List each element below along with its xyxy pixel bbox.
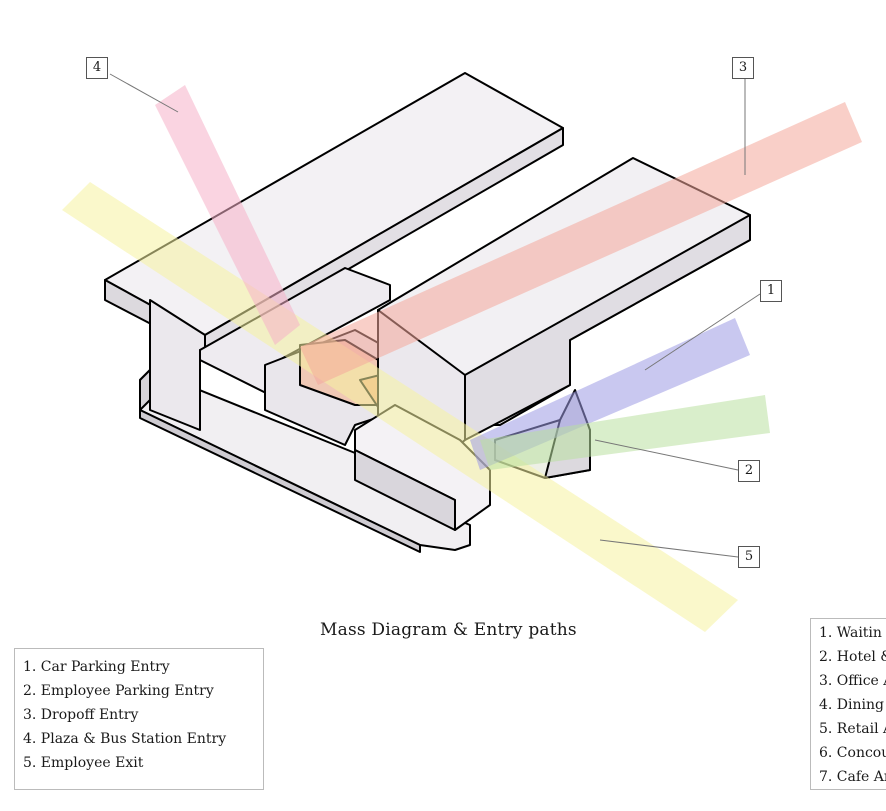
entry-legend: 1. Car Parking Entry 2. Employee Parking… xyxy=(14,648,264,790)
diagram-caption: Mass Diagram & Entry paths xyxy=(320,620,577,640)
entry-legend-item: 4. Plaza & Bus Station Entry xyxy=(23,731,227,747)
callout-3: 3 xyxy=(732,57,754,79)
callout-1: 1 xyxy=(760,280,782,302)
lower-wing-mass xyxy=(139,369,471,553)
program-legend-item: 5. Retail A xyxy=(819,721,886,737)
program-legend-item: 6. Concou xyxy=(819,745,886,761)
entry-legend-item: 5. Employee Exit xyxy=(23,755,144,771)
callout-5: 5 xyxy=(738,546,760,568)
callout-leaders xyxy=(109,73,761,558)
callout-2: 2 xyxy=(738,460,760,482)
entry-legend-item: 1. Car Parking Entry xyxy=(23,659,170,675)
plaza-bus-path xyxy=(155,85,300,345)
program-legend-item: 1. Waitin xyxy=(819,625,882,641)
employee-parking-path xyxy=(480,395,770,470)
dropoff-path xyxy=(300,102,862,385)
program-legend-item: 2. Hotel & xyxy=(819,649,886,665)
entry-paths xyxy=(62,85,862,632)
program-legend-item: 7. Cafe Ar xyxy=(819,769,886,785)
entry-legend-item: 3. Dropoff Entry xyxy=(23,707,139,723)
employee-exit-path xyxy=(62,182,738,632)
program-legend-item: 4. Dining xyxy=(819,697,884,713)
callout-4: 4 xyxy=(86,57,108,79)
entry-legend-item: 2. Employee Parking Entry xyxy=(23,683,214,699)
program-legend: 1. Waitin 2. Hotel & 3. Office A 4. Dini… xyxy=(810,618,886,790)
program-legend-item: 3. Office A xyxy=(819,673,886,689)
